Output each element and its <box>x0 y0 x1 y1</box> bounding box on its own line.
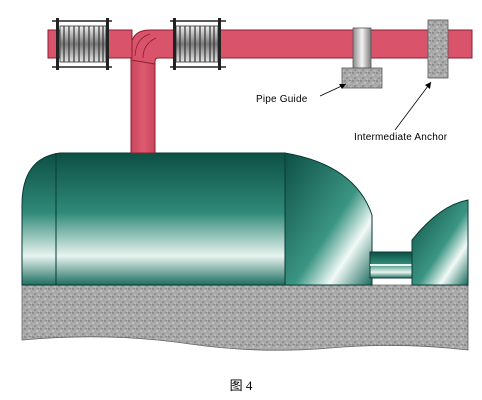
vessel-head <box>284 152 373 286</box>
anchor-leader <box>394 81 432 131</box>
vessel-body <box>21 152 286 286</box>
intermediate-anchor <box>427 19 449 79</box>
second-vessel <box>411 199 469 286</box>
pipe-main-run <box>175 29 473 59</box>
pipe-elbow <box>130 29 177 65</box>
concrete-foundation <box>21 284 469 351</box>
anchor-arrowhead <box>425 82 431 89</box>
elbow-joint-line-2 <box>142 37 157 59</box>
expansion-joint-right <box>170 18 226 70</box>
pipe-guide <box>341 27 383 89</box>
intermediate-anchor-label: Intermediate Anchor <box>354 132 448 143</box>
elbow-joint-line-1 <box>134 33 151 57</box>
expansion-joint-left <box>52 18 112 70</box>
pipe-left-mid <box>105 29 133 59</box>
figure-caption: 图 4 <box>229 378 253 393</box>
pipe-riser <box>130 59 156 154</box>
pipe-guide-label: Pipe Guide <box>256 94 308 105</box>
pipe-guide-arrowhead <box>339 84 346 89</box>
